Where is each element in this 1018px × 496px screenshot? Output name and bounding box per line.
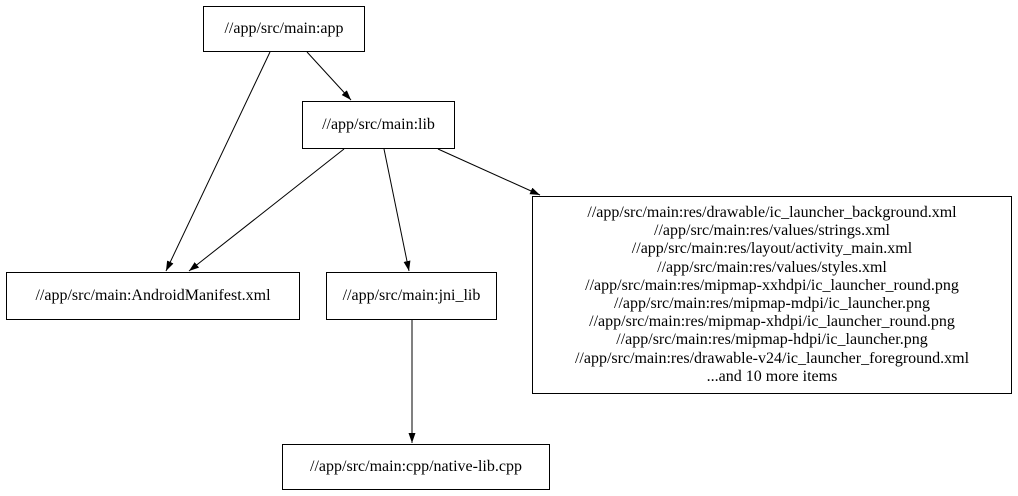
node-android-manifest: //app/src/main:AndroidManifest.xml xyxy=(6,272,300,320)
edge-app-lib xyxy=(306,51,352,101)
edge-lib-jni-lib xyxy=(383,148,411,272)
resource-more-items: ...and 10 more items xyxy=(706,367,838,385)
edge-lib-resources xyxy=(437,148,541,196)
edge-app-manifest xyxy=(165,51,271,272)
node-jni-lib-label: //app/src/main:jni_lib xyxy=(342,286,481,304)
node-android-manifest-label: //app/src/main:AndroidManifest.xml xyxy=(35,286,271,304)
resource-item: //app/src/main:res/drawable/ic_launcher_… xyxy=(587,203,957,221)
node-jni-lib: //app/src/main:jni_lib xyxy=(326,272,497,320)
node-lib-label: //app/src/main:lib xyxy=(322,115,435,133)
resource-item: //app/src/main:res/mipmap-mdpi/ic_launch… xyxy=(614,295,930,312)
resource-item: //app/src/main:res/values/strings.xml xyxy=(654,222,890,240)
node-lib: //app/src/main:lib xyxy=(302,101,455,149)
node-native-lib-cpp: //app/src/main:cpp/native-lib.cpp xyxy=(282,444,550,490)
resource-item: //app/src/main:res/mipmap-hdpi/ic_launch… xyxy=(616,331,928,349)
resource-item: //app/src/main:res/layout/activity_main.… xyxy=(631,240,913,258)
node-native-lib-cpp-label: //app/src/main:cpp/native-lib.cpp xyxy=(310,457,522,475)
node-app-label: //app/src/main:app xyxy=(224,19,344,37)
resource-item: //app/src/main:res/mipmap-xhdpi/ic_launc… xyxy=(589,313,955,331)
resource-item: //app/src/main:res/drawable-v24/ic_launc… xyxy=(574,349,970,367)
edge-lib-manifest xyxy=(188,148,345,272)
node-resources-group: //app/src/main:res/drawable/ic_launcher_… xyxy=(532,196,1012,394)
resource-item: //app/src/main:res/mipmap-xxhdpi/ic_laun… xyxy=(585,276,959,294)
node-app: //app/src/main:app xyxy=(203,6,365,52)
resource-item: //app/src/main:res/values/styles.xml xyxy=(657,258,887,276)
